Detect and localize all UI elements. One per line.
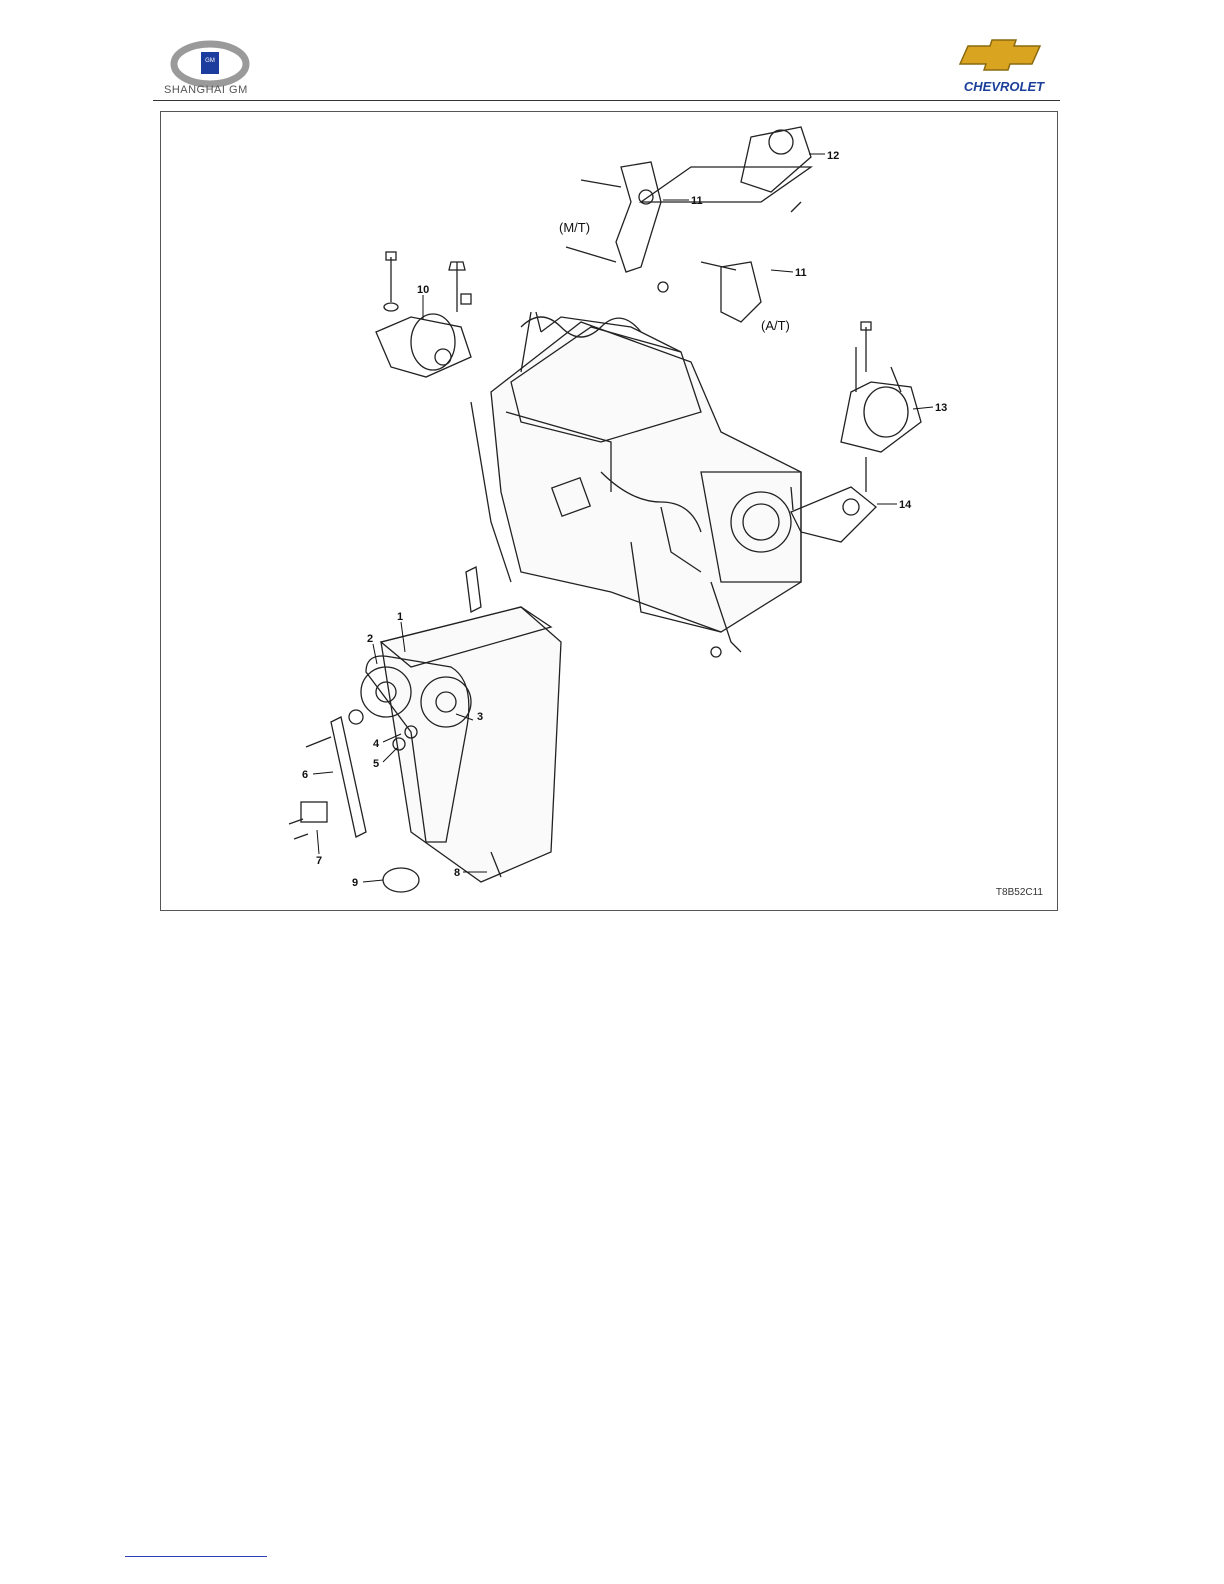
shanghai-gm-label: SHANGHAI GM xyxy=(164,84,248,96)
engine-exploded-view-figure: (M/T) (A/T) 1 2 3 4 5 6 7 8 9 10 xyxy=(160,111,1058,911)
callout-14: 14 xyxy=(899,499,912,511)
callout-11-mt: 11 xyxy=(691,195,703,207)
engine-mount-12-drawing xyxy=(641,127,811,212)
svg-text:GM: GM xyxy=(205,58,215,64)
callout-3: 3 xyxy=(477,711,483,723)
mount-bracket-11-at-drawing xyxy=(701,262,761,322)
chevrolet-logo: CHEVROLET xyxy=(948,34,1060,96)
chevrolet-wordmark: CHEVROLET xyxy=(964,79,1045,94)
callout-5: 5 xyxy=(373,758,379,770)
cylinder-head-timing-drawing xyxy=(289,567,561,892)
callout-8: 8 xyxy=(454,867,460,879)
callout-7: 7 xyxy=(316,855,322,867)
callout-12: 12 xyxy=(827,150,839,162)
callout-11-at: 11 xyxy=(795,267,807,279)
callout-4: 4 xyxy=(373,738,380,750)
footnote-rule xyxy=(125,1556,267,1557)
callout-2: 2 xyxy=(367,633,373,645)
variant-label-at: (A/T) xyxy=(761,318,790,333)
callout-9: 9 xyxy=(352,877,358,889)
engine-illustration: (M/T) (A/T) 1 2 3 4 5 6 7 8 9 10 xyxy=(161,112,1059,912)
callout-10: 10 xyxy=(417,284,429,296)
engine-mount-13-drawing xyxy=(841,322,921,452)
callout-6: 6 xyxy=(302,769,308,781)
variant-label-mt: (M/T) xyxy=(559,220,590,235)
page-header: GM SHANGHAI GM CHEVROLET xyxy=(150,30,1060,102)
engine-assembly-drawing xyxy=(471,312,801,657)
figure-code: T8B52C11 xyxy=(996,887,1043,898)
callout-1: 1 xyxy=(397,611,403,623)
header-divider xyxy=(153,100,1060,101)
callout-13: 13 xyxy=(935,402,947,414)
mount-bracket-14-drawing xyxy=(791,457,876,542)
